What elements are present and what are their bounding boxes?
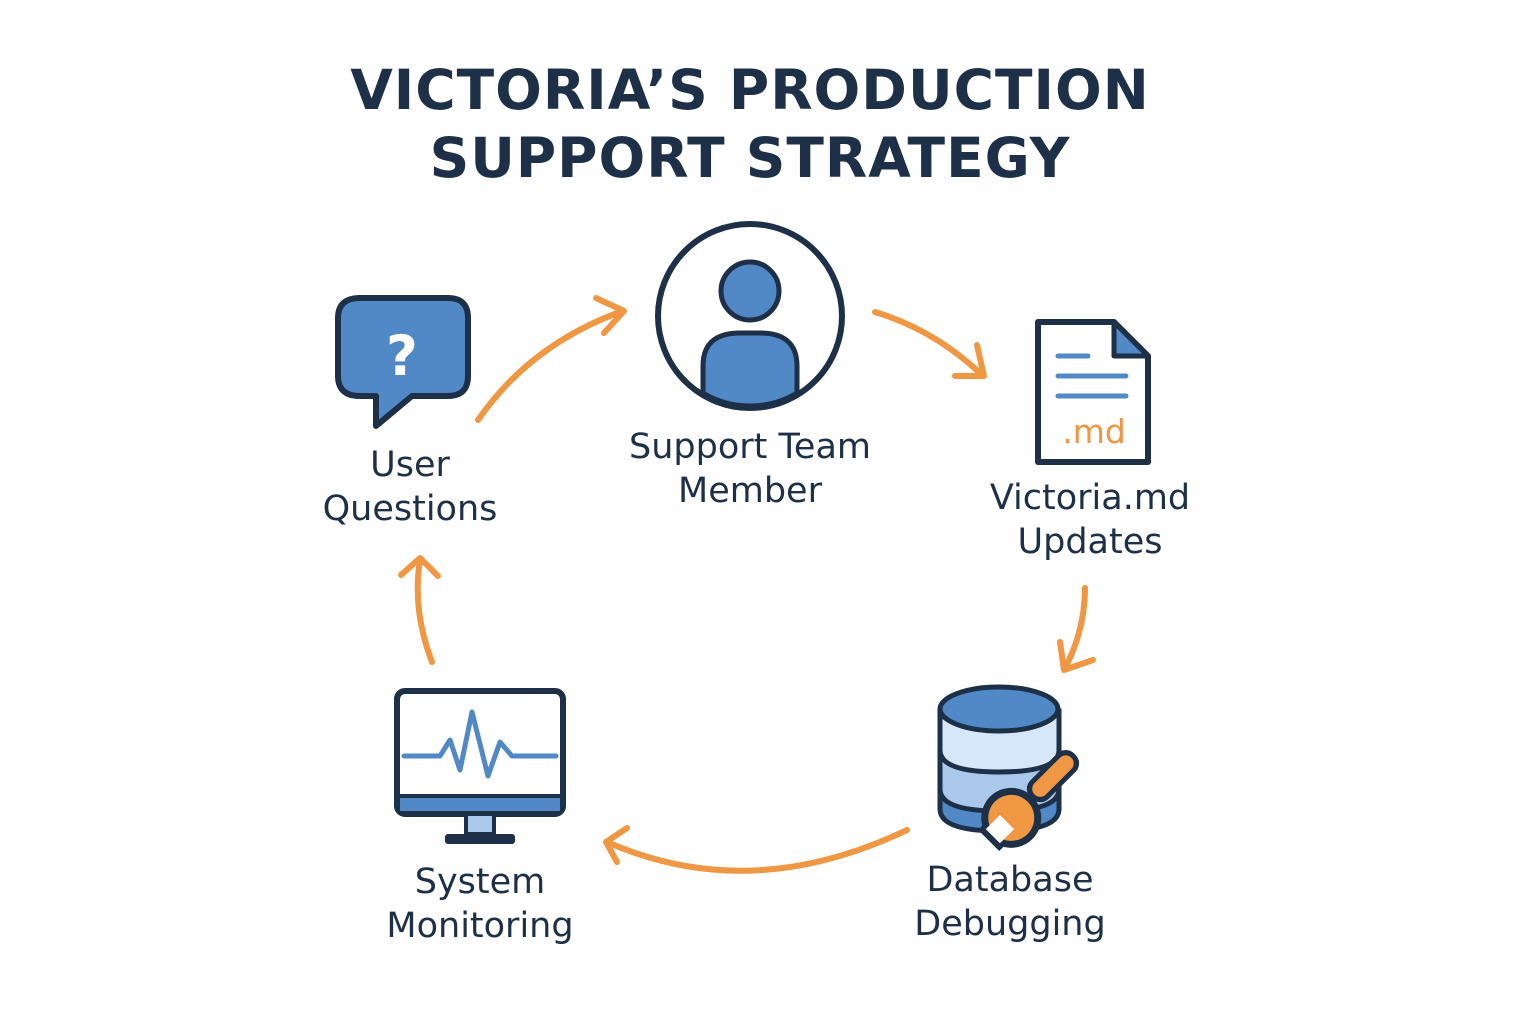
database-label-line-1: Database xyxy=(926,860,1094,900)
arrowhead-1 xyxy=(593,295,627,336)
question-bubble-icon: ? xyxy=(335,295,471,429)
question-mark-glyph: ? xyxy=(386,324,418,388)
arrow-questions-to-support xyxy=(475,309,623,423)
arrow-monitoring-to-questions xyxy=(414,557,435,665)
victoria-md-label-line-1: Victoria.md xyxy=(989,478,1191,518)
arrow-md-to-database xyxy=(1062,585,1088,671)
person-icon xyxy=(655,221,845,411)
node-label-user-questions: User Questions xyxy=(290,443,530,531)
markdown-file-icon: .md xyxy=(1035,319,1151,465)
arrow-support-to-md xyxy=(872,309,985,378)
monitor-heartbeat-icon xyxy=(394,688,566,844)
page-title-line-1: VICTORIA’S PRODUCTION xyxy=(350,58,1150,122)
database-label-line-2: Debugging xyxy=(914,904,1106,944)
node-label-monitoring: System Monitoring xyxy=(350,860,610,948)
arrowhead-4 xyxy=(603,825,630,865)
support-team-label-line-2: Member xyxy=(678,471,822,511)
database-wrench-icon xyxy=(937,684,1080,858)
arrowhead-3 xyxy=(1057,639,1096,673)
user-questions-label-line-1: User xyxy=(370,445,450,485)
node-label-support-team: Support Team Member xyxy=(600,425,900,513)
monitoring-label-line-1: System xyxy=(414,862,546,902)
node-label-victoria-md: Victoria.md Updates xyxy=(960,476,1220,564)
victoria-md-label-line-2: Updates xyxy=(1017,522,1163,562)
monitoring-label-line-2: Monitoring xyxy=(386,906,574,946)
file-extension-label: .md xyxy=(1062,412,1126,451)
arrowhead-2 xyxy=(952,342,987,379)
arrowhead-5 xyxy=(398,555,441,579)
node-label-database: Database Debugging xyxy=(880,858,1140,946)
wrench-icon xyxy=(971,749,1080,858)
cycle-arrows xyxy=(398,295,1096,874)
arrow-database-to-monitoring xyxy=(604,827,910,874)
user-questions-label-line-2: Questions xyxy=(322,489,498,529)
support-team-label-line-1: Support Team xyxy=(629,427,871,467)
page-title-line-2: SUPPORT STRATEGY xyxy=(429,126,1071,190)
